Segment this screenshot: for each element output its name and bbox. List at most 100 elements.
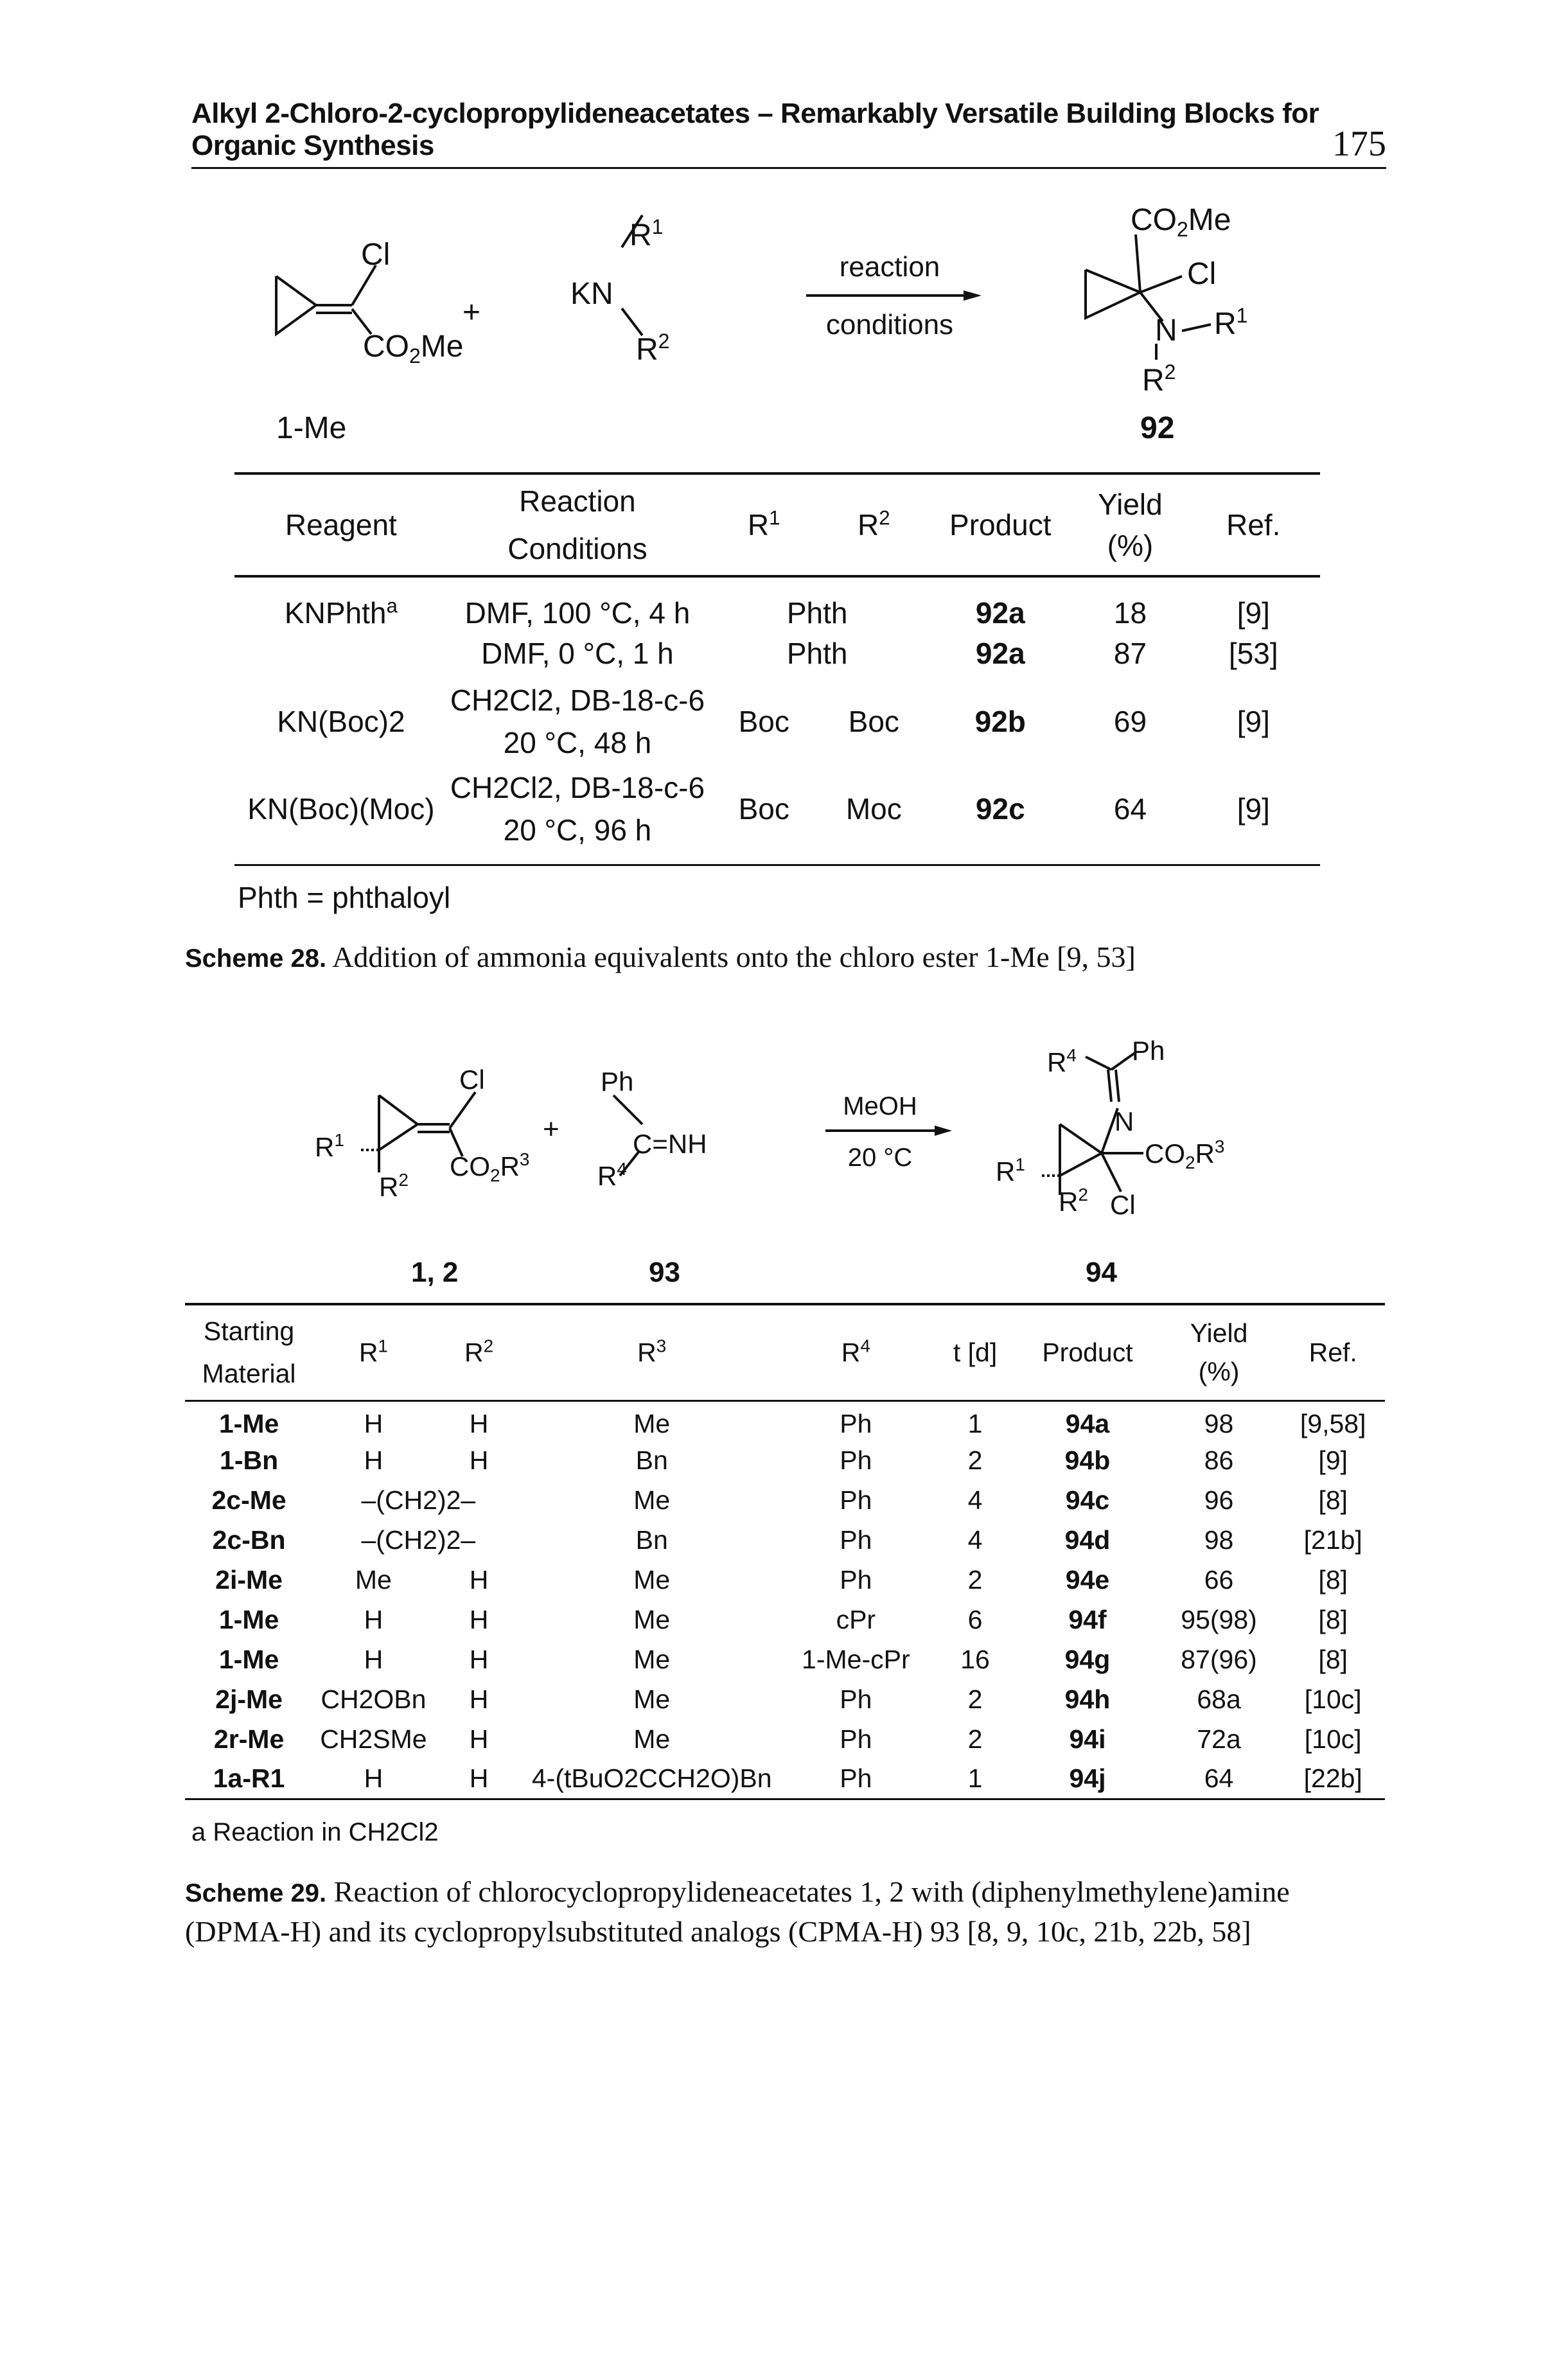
reagent-cell: KNPhtha	[234, 576, 448, 630]
time-cell: 4	[967, 1485, 983, 1515]
r3-cell: Me	[633, 1644, 671, 1674]
scheme28-table: Reagent Reaction Conditions R1 R2 Produc…	[234, 472, 1320, 866]
cl-label: Cl	[361, 238, 390, 272]
col-header-r4: R4	[841, 1336, 870, 1367]
r1-cell: H	[364, 1604, 383, 1634]
table-row: 2j-Me CH2OBn H Me Ph 2 94h 68a [10c]	[185, 1679, 1385, 1719]
r1r2-cell: –(CH2)2–	[361, 1524, 476, 1555]
r3-cell: Me	[633, 1604, 671, 1634]
yield-cell: 95(98)	[1181, 1604, 1257, 1634]
caption-label: Scheme 28.	[185, 944, 327, 973]
time-cell: 2	[967, 1445, 983, 1475]
reagent-text: KNPhth	[284, 596, 387, 630]
sm-cell: 2c-Bn	[212, 1524, 286, 1555]
product-cell: 94j	[1069, 1763, 1106, 1793]
ref-cell: [8]	[1318, 1604, 1348, 1634]
sm-cell: 1-Me	[218, 1644, 279, 1674]
product-co2r3-label: CO2R3	[1145, 1136, 1225, 1172]
table-row: 1-Me H H Me 1-Me-cPr 16 94g 87(96) [8]	[185, 1639, 1385, 1679]
time-cell: 2	[967, 1724, 983, 1754]
sm-cell: 1-Bn	[220, 1445, 279, 1475]
running-header: Alkyl 2-Chloro-2-cyclopropylideneacetate…	[191, 98, 1386, 169]
sm-cell: 1-Me	[218, 1604, 279, 1634]
col-header-sm-line2: Material	[202, 1359, 296, 1389]
running-title: Alkyl 2-Chloro-2-cyclopropylideneacetate…	[191, 98, 1319, 161]
ref-cell: [9]	[1237, 596, 1270, 630]
yield-cell: 64	[1204, 1763, 1234, 1793]
col-header-yield: Yield (%)	[1157, 1304, 1282, 1401]
c-nh-label: C=NH	[633, 1129, 707, 1159]
r1-label: R1	[630, 215, 663, 252]
r1-cell: Boc	[738, 705, 789, 738]
col-header-sm-line1: Starting	[203, 1316, 295, 1347]
kn-label: KN	[570, 277, 613, 311]
arrow-top-label: MeOH	[843, 1092, 917, 1120]
yield-cell: 72a	[1197, 1724, 1241, 1754]
product-cell: 94h	[1064, 1684, 1111, 1714]
ref-cell: [8]	[1318, 1564, 1348, 1595]
r2-cell: H	[469, 1409, 489, 1439]
table-row: 1-Me H H Me Ph 1 94a 98 [9,58]	[185, 1401, 1385, 1440]
r3-cell: 4-(tBuO2CCH2O)Bn	[531, 1763, 772, 1793]
yield-cell: 87(96)	[1181, 1644, 1257, 1674]
yield-cell: 86	[1204, 1445, 1234, 1475]
reagent-1-me-label: 1-Me	[276, 411, 346, 445]
r1-cell: H	[364, 1763, 383, 1793]
ref-cell: [22b]	[1303, 1763, 1362, 1793]
reagent-cell	[234, 630, 448, 676]
col-header-r1: R1	[747, 506, 780, 542]
r4-label: R4	[597, 1159, 627, 1191]
time-cell: 4	[967, 1524, 983, 1555]
co2me-label: CO2Me	[363, 330, 463, 367]
time-cell: 1	[967, 1763, 983, 1793]
table-row: 1-Bn H H Bn Ph 2 94b 86 [9]	[185, 1440, 1385, 1480]
scheme28-caption: Scheme 28. Addition of ammonia equivalen…	[185, 938, 1393, 978]
table-header-row: Starting Material R1 R2 R3 R4 t [d] Prod…	[185, 1304, 1385, 1401]
caption-text: Reaction of chlorocyclopropylideneacetat…	[185, 1875, 1290, 1948]
r1-cell: H	[364, 1644, 383, 1674]
r3-cell: Me	[633, 1564, 671, 1595]
r4-cell: Ph	[840, 1409, 872, 1439]
yield-cell: 98	[1204, 1409, 1234, 1439]
col-header-yield-line2: (%)	[1198, 1357, 1240, 1387]
reagent-cell: KN(Boc)2	[277, 705, 405, 738]
col-header-yield-line1: Yield	[1190, 1318, 1248, 1348]
yield-cell: 68a	[1197, 1684, 1241, 1714]
r1r2-cell: Phth	[786, 637, 848, 670]
ref-cell: [10c]	[1304, 1684, 1362, 1714]
r1r2-cell: Phth	[786, 596, 848, 630]
time-cell: 2	[967, 1684, 983, 1714]
scheme29-caption: Scheme 29. Reaction of chlorocyclopropyl…	[185, 1873, 1393, 1951]
product-94-label: 94	[1086, 1257, 1117, 1288]
r4-cell: Ph	[840, 1485, 872, 1515]
ref-cell: [53]	[1228, 637, 1278, 670]
ph-label: Ph	[601, 1066, 633, 1097]
ref-cell: [9]	[1318, 1445, 1348, 1475]
product-r1-label: R1	[1214, 304, 1247, 341]
ref-cell: [9,58]	[1299, 1409, 1366, 1439]
product-r2-label: R2	[1142, 360, 1176, 398]
arrow-top-label: reaction	[840, 251, 940, 283]
col-header-yield-line2: (%)	[1107, 529, 1154, 562]
col-header-conditions-line2: Conditions	[507, 532, 647, 565]
conditions-line: 20 °C, 48 h	[503, 726, 652, 759]
conditions-cell: CH2Cl2, DB-18-c-6 20 °C, 96 h	[448, 766, 707, 865]
yield-cell: 69	[1113, 705, 1147, 738]
col-header-r2: R2	[857, 506, 890, 542]
r2-cell: H	[469, 1763, 489, 1793]
arrow-bottom-label: 20 °C	[848, 1144, 913, 1172]
r4-cell: cPr	[836, 1604, 876, 1634]
product-cell: 94g	[1064, 1644, 1111, 1674]
r2-cell: Boc	[848, 705, 899, 738]
product-cell: 94i	[1069, 1724, 1106, 1754]
r3-cell: Me	[633, 1409, 671, 1439]
cl-label: Cl	[459, 1065, 485, 1095]
ref-cell: [21b]	[1303, 1524, 1362, 1555]
co2r3-label: CO2R3	[450, 1149, 530, 1185]
conditions-line: 20 °C, 96 h	[503, 813, 652, 847]
table-row: DMF, 0 °C, 1 h Phth 92a 87 [53]	[234, 630, 1320, 676]
reagent-1-2-label: 1, 2	[411, 1257, 458, 1288]
col-header-product: Product	[949, 508, 1052, 542]
table-row: 1a-R1 H H 4-(tBuO2CCH2O)Bn Ph 1 94j 64 […	[185, 1759, 1385, 1799]
product-cell: 92a	[975, 596, 1025, 630]
